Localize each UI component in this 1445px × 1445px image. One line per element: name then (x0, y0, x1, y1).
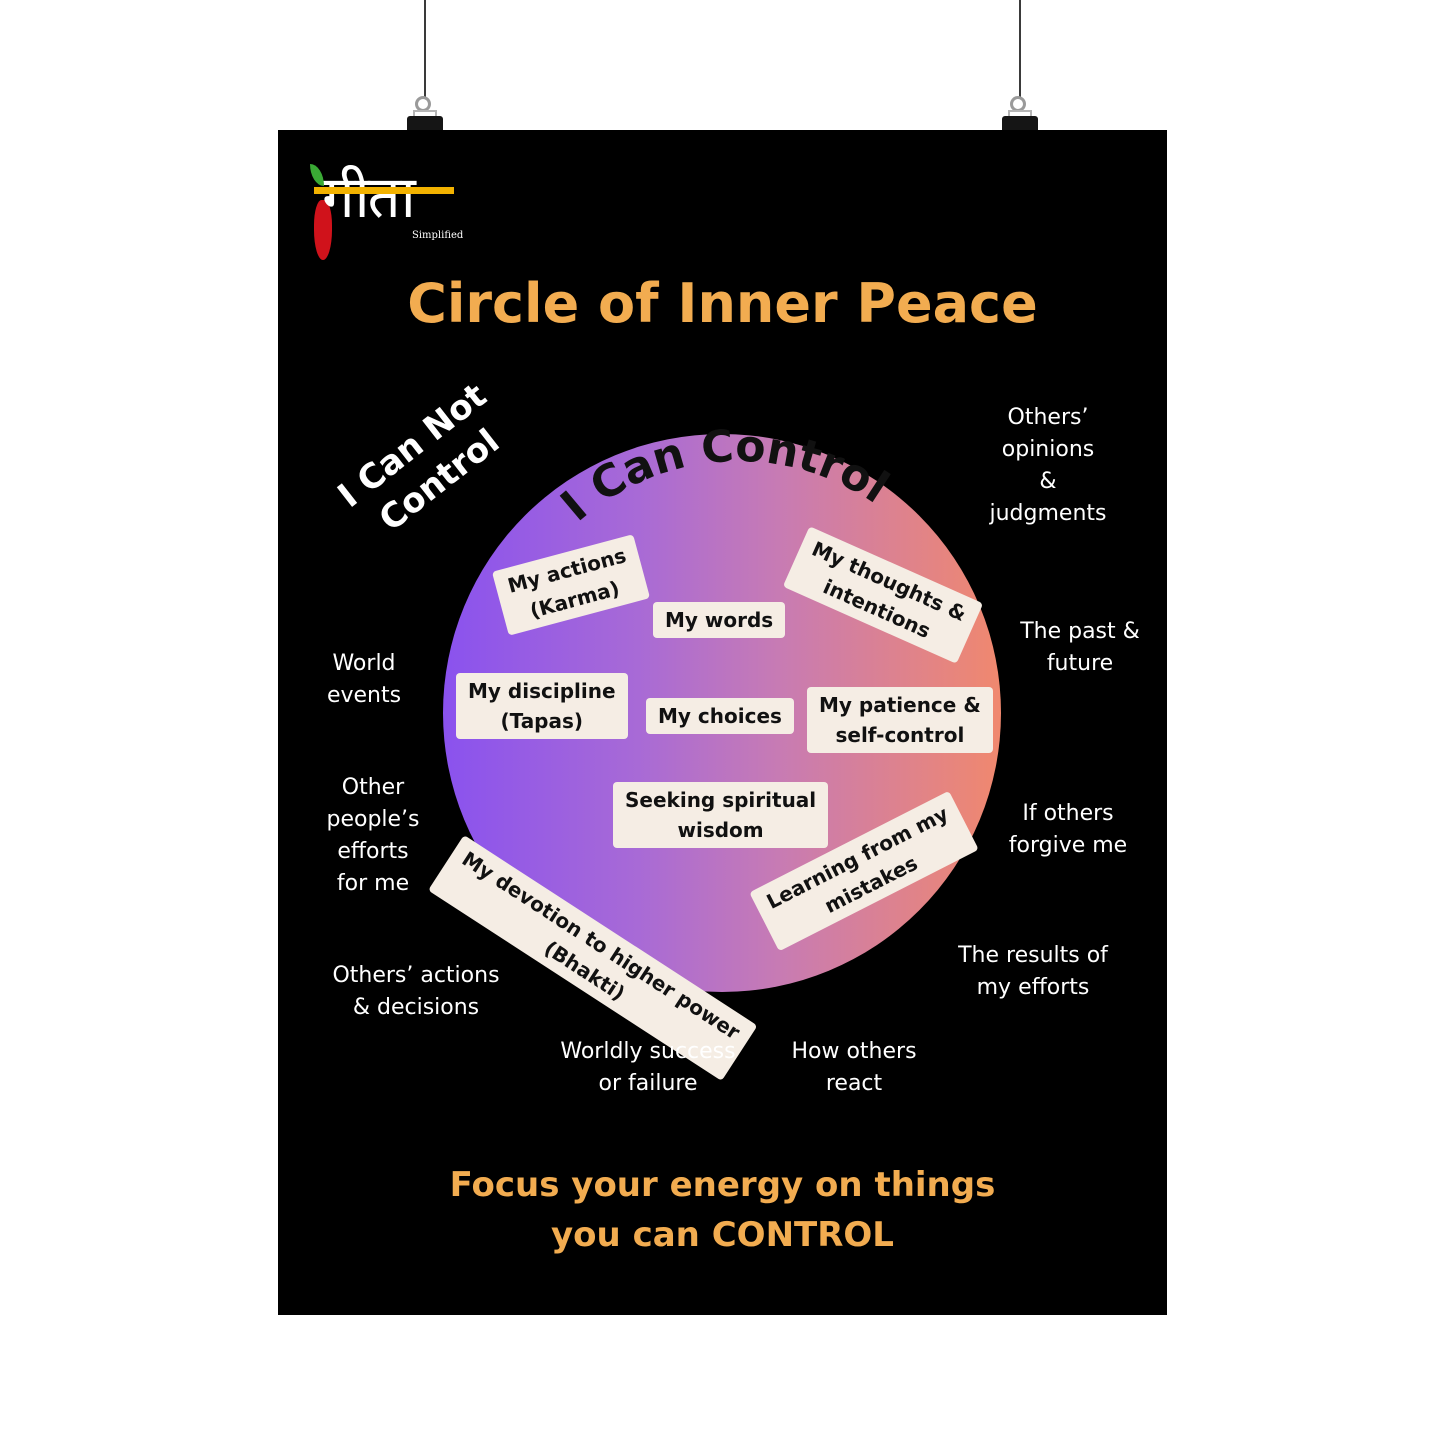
cannot-control-label: I Can Not Control (330, 375, 508, 540)
outside-past-future: The past &future (1020, 619, 1140, 676)
hanging-wire-left (424, 0, 426, 98)
chip-my-words: My words (653, 602, 786, 638)
outside-others-opinions: Others’opinions &judgments (989, 405, 1107, 526)
logo-flute-bar (314, 187, 454, 194)
chip-my-patience: My patience &self-control (807, 687, 993, 753)
logo-subtitle: Simplified (412, 230, 464, 241)
poster-footer: Focus your energy on things you can CONT… (449, 1165, 996, 1255)
gita-simplified-logo: गीता Simplified (308, 160, 468, 265)
peacock-feather-icon (314, 200, 332, 260)
poster: गीता Simplified Circle of Inner Peace I … (278, 130, 1167, 1315)
chip-my-choices: My choices (646, 698, 794, 734)
logo-script-text: गीता (322, 163, 416, 231)
poster-title: Circle of Inner Peace (407, 272, 1038, 335)
outside-others-actions: Others’ actions& decisions (332, 963, 500, 1020)
chip-my-discipline: My discipline(Tapas) (456, 673, 628, 739)
hanging-wire-right (1019, 0, 1021, 98)
